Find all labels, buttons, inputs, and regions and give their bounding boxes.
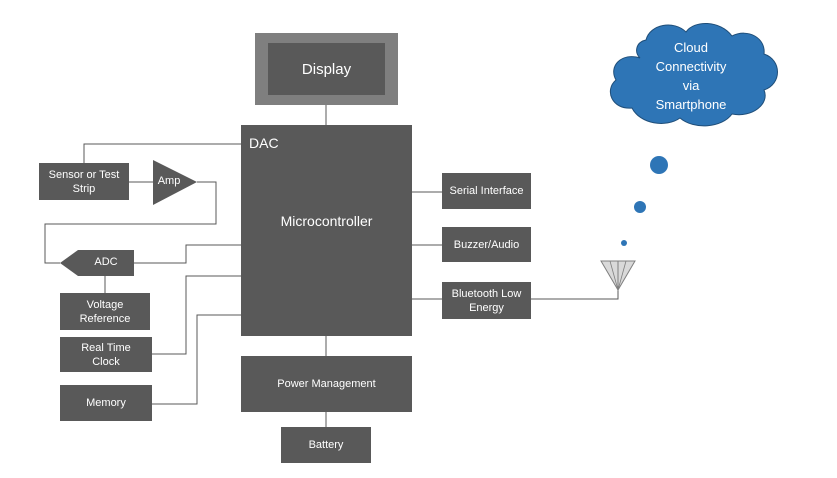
power-management-label: Power Management bbox=[277, 378, 376, 390]
rtc-label-line2: Clock bbox=[92, 355, 120, 368]
amp-label: Amp bbox=[157, 175, 181, 187]
line-rtc-mcu bbox=[152, 275, 241, 355]
power-management-block: Power Management bbox=[241, 356, 412, 412]
sensor-block: Sensor or Test Strip bbox=[39, 163, 129, 200]
cloud-label-line2: Connectivity bbox=[655, 59, 727, 74]
cloud-label-line1: Cloud bbox=[674, 40, 708, 55]
bluetooth-label-line2: Energy bbox=[469, 301, 504, 314]
buzzer-audio-block: Buzzer/Audio bbox=[442, 227, 531, 262]
bubble-medium bbox=[634, 201, 646, 213]
rtc-label-line1: Real Time bbox=[81, 341, 131, 354]
adc-label: ADC bbox=[94, 256, 118, 268]
line-memory-mcu bbox=[152, 314, 241, 405]
line-sensor-mcu bbox=[83, 143, 241, 163]
serial-interface-block: Serial Interface bbox=[442, 173, 531, 209]
bluetooth-label-line1: Bluetooth Low bbox=[451, 287, 522, 300]
cloud-label-line3: via bbox=[682, 78, 700, 93]
amp-triangle bbox=[153, 160, 197, 205]
bubble-large bbox=[650, 156, 668, 174]
display-block: Display bbox=[268, 43, 385, 95]
line-amp-adc bbox=[44, 181, 217, 264]
adc-shape bbox=[60, 250, 134, 276]
battery-block: Battery bbox=[281, 427, 371, 463]
serial-interface-label: Serial Interface bbox=[449, 185, 524, 197]
line-adc-mcu bbox=[134, 244, 241, 264]
cloud-icon bbox=[610, 23, 778, 127]
bubble-small bbox=[621, 240, 627, 246]
display-label: Display bbox=[301, 60, 352, 78]
microcontroller-block: DAC Microcontroller bbox=[241, 125, 412, 336]
antenna-icon bbox=[600, 260, 636, 291]
bluetooth-block: Bluetooth Low Energy bbox=[442, 282, 531, 319]
line-bluetooth-antenna bbox=[531, 290, 619, 300]
sensor-label-line1: Sensor or Test bbox=[48, 168, 120, 181]
voltage-reference-label-line2: Reference bbox=[79, 312, 131, 325]
sensor-label-line2: Strip bbox=[72, 182, 96, 195]
voltage-reference-label-line1: Voltage bbox=[86, 298, 124, 311]
microcontroller-label: Microcontroller bbox=[280, 213, 373, 229]
real-time-clock-block: Real Time Clock bbox=[60, 337, 152, 372]
battery-label: Battery bbox=[308, 439, 344, 451]
voltage-reference-block: Voltage Reference bbox=[60, 293, 150, 330]
memory-block: Memory bbox=[60, 385, 152, 421]
dac-label: DAC bbox=[249, 135, 279, 151]
buzzer-audio-label: Buzzer/Audio bbox=[453, 238, 520, 251]
memory-label: Memory bbox=[86, 397, 126, 409]
cloud-label-line4: Smartphone bbox=[655, 97, 727, 112]
cloud-label: Cloud Connectivity via Smartphone bbox=[620, 38, 762, 114]
